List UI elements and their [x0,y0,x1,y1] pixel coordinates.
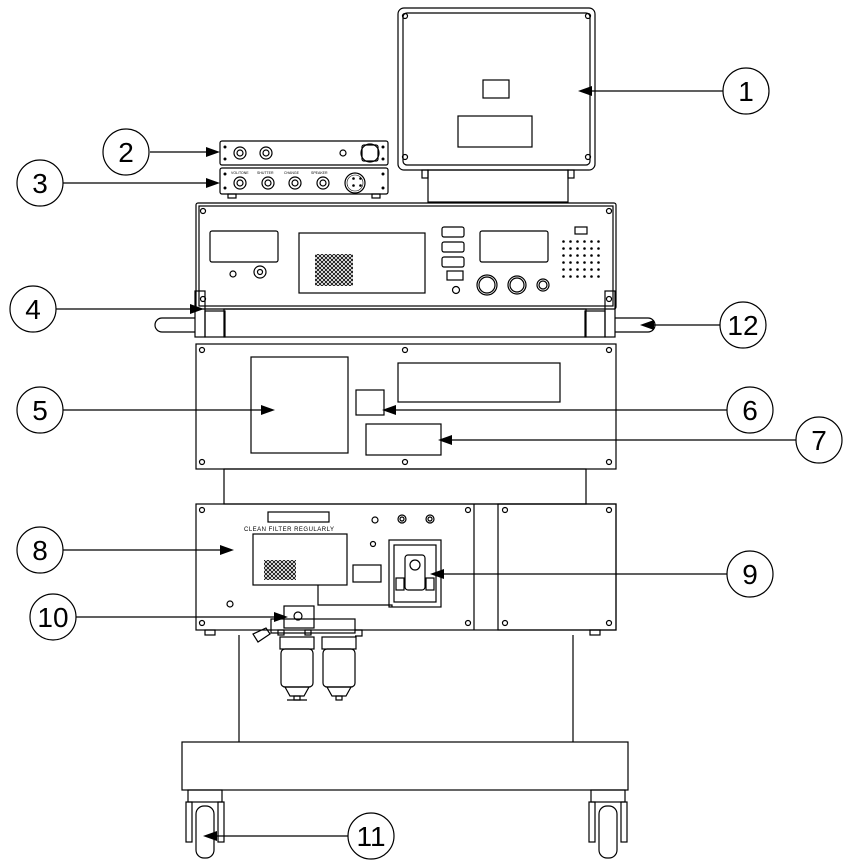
lower-unit: CLEAN FILTER REGULARLY [195,503,617,636]
callout-label: 8 [32,535,48,566]
callout-1: 1 [722,67,770,115]
callout-label: 12 [727,310,758,341]
callout-5: 5 [16,386,64,434]
callout-label: 1 [738,76,754,107]
callout-4: 4 [9,285,57,333]
callout-12: 12 [719,301,767,349]
callout-10: 10 [29,593,77,641]
callout-9: 9 [726,550,774,598]
callout-8: 8 [16,526,64,574]
callout-3: 3 [16,159,64,207]
svg-text:VOL/TONE: VOL/TONE [231,171,249,175]
monitor [397,7,596,203]
callout-label: 3 [32,168,48,199]
svg-text:CHANGE: CHANGE [284,171,300,175]
callout-label: 4 [25,294,41,325]
callout-7: 7 [795,416,843,464]
control-unit [154,202,656,338]
module-upper [219,140,389,166]
callout-label: 11 [356,821,385,852]
callout-label: 6 [742,395,758,426]
svg-text:SPEAKER: SPEAKER [311,171,328,175]
cart-frame [181,635,629,859]
callout-6: 6 [726,386,774,434]
callout-label: 2 [118,137,134,168]
panel-label: CLEAN FILTER REGULARLY [244,527,334,533]
middle-unit [195,343,617,505]
callout-label: 10 [37,602,68,633]
callout-label: 9 [742,559,758,590]
svg-text:SHUTTER: SHUTTER [257,171,274,175]
callout-label: 5 [32,395,48,426]
callout-label: 7 [811,425,827,456]
callout-11: 11 [347,812,395,860]
filter-assembly [252,605,363,701]
module-lower: VOL/TONE SHUTTER CHANGE SPEAKER [219,167,389,199]
callout-leaders [56,86,796,841]
callout-2: 2 [102,128,150,176]
